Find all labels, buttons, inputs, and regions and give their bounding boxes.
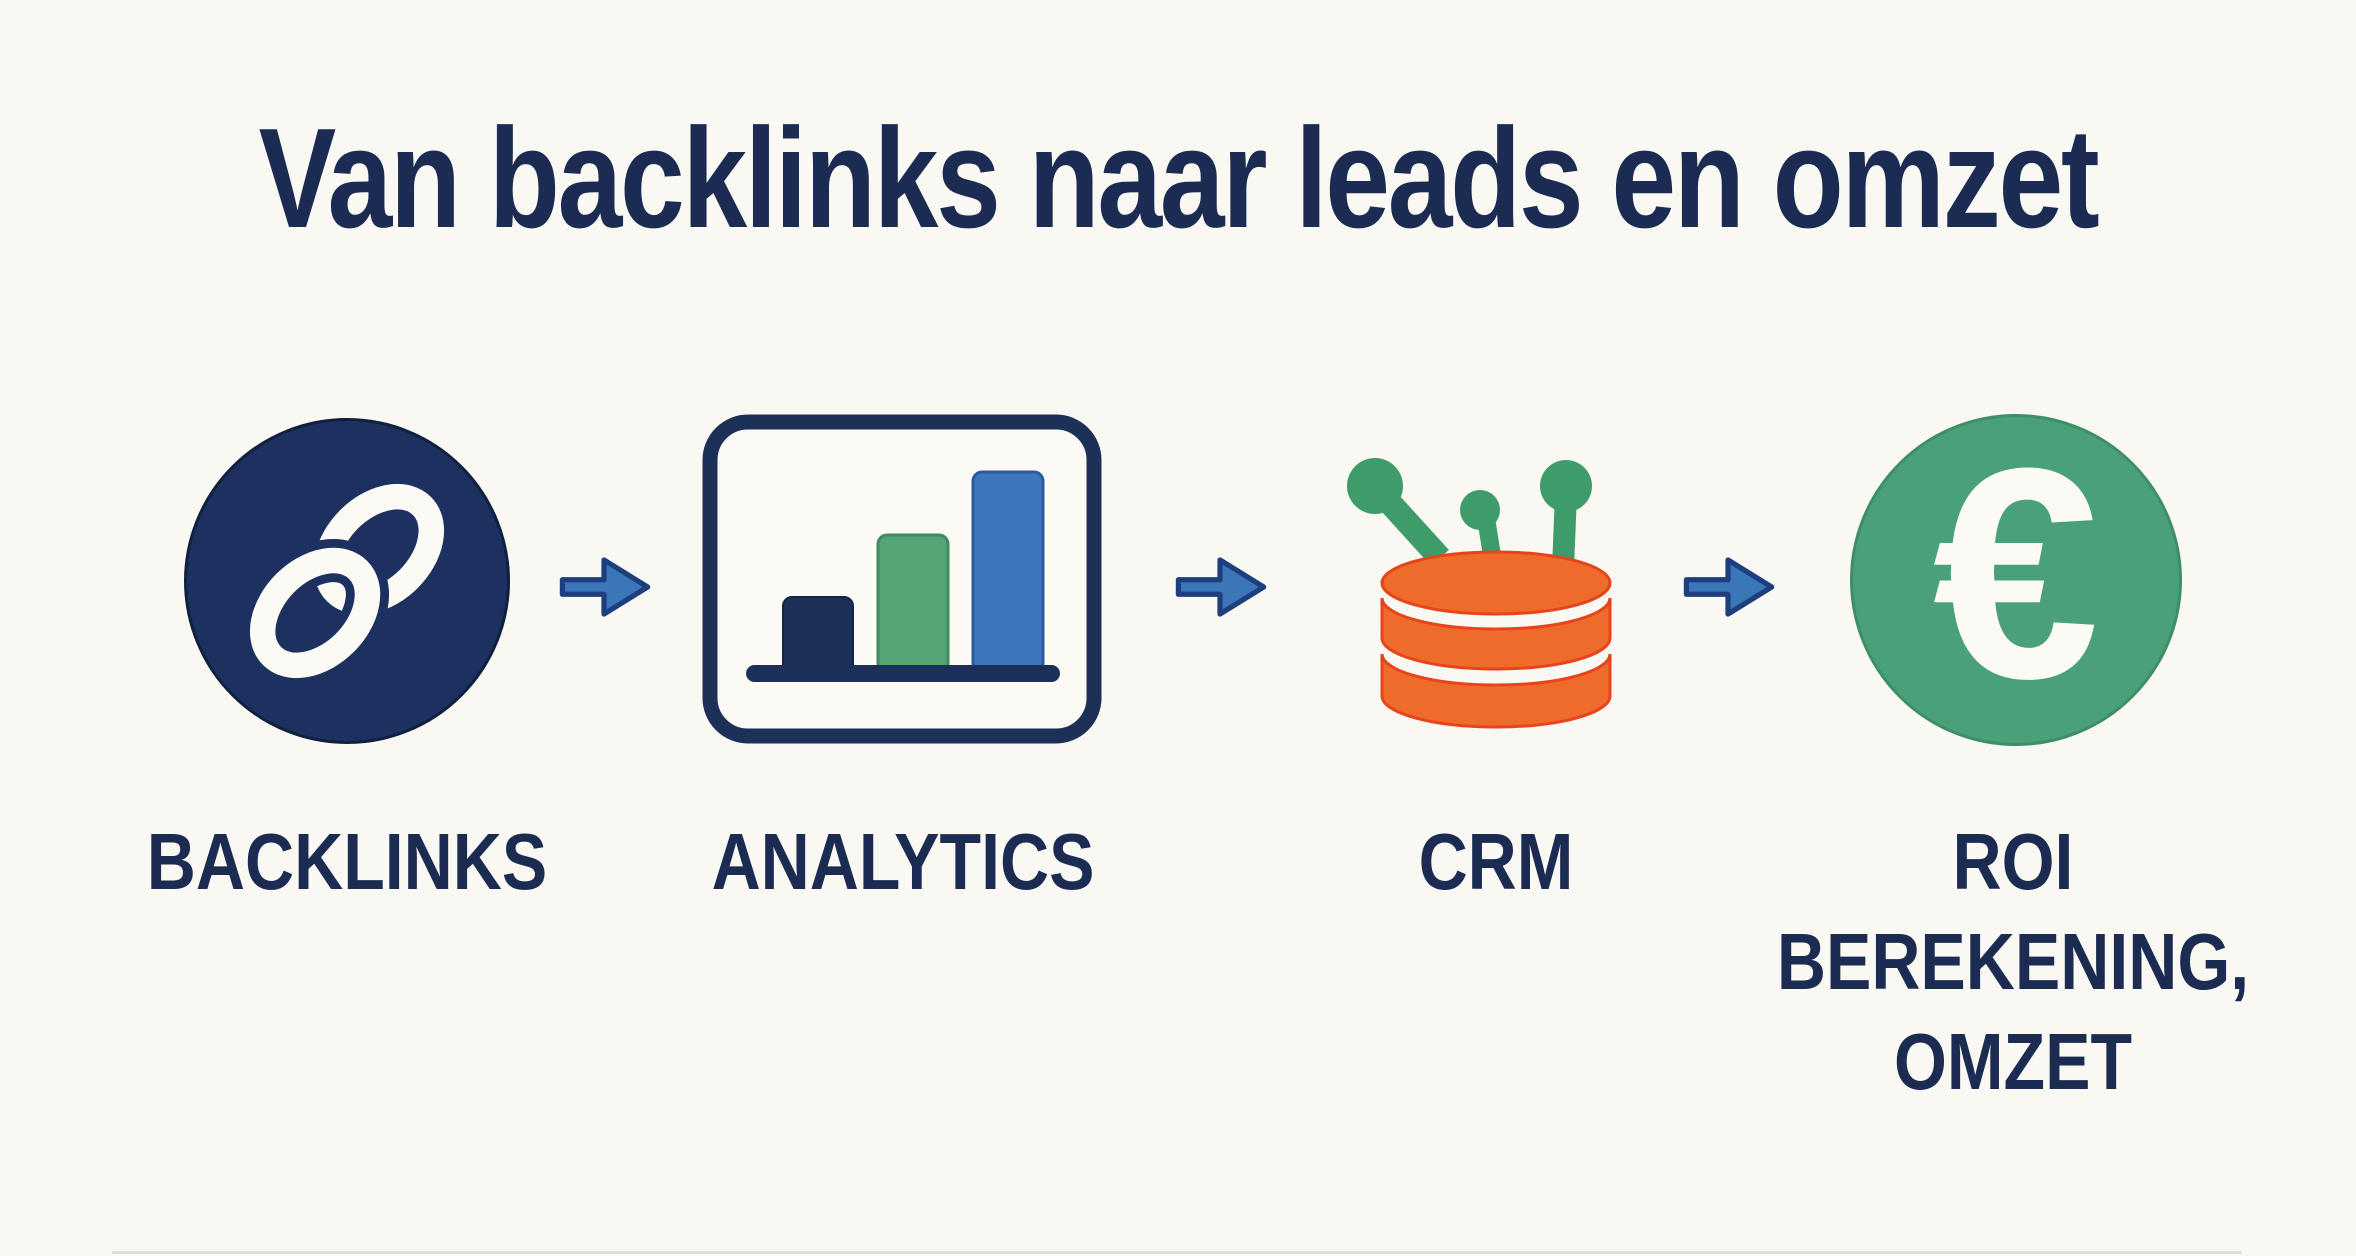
step-label-crm: CRM <box>1418 817 1574 906</box>
euro-symbol: € <box>1932 405 2100 741</box>
page-title: Van backlinks naar leads en omzet <box>258 99 2100 258</box>
chain-link-icon <box>241 483 445 687</box>
step-label-backlinks: BACKLINKS <box>146 817 548 906</box>
step-label-analytics: ANALYTICS <box>711 817 1095 906</box>
step-label-roi-line1: ROI BEREKENING, <box>1776 817 2250 1006</box>
database-pins-icon <box>1347 458 1612 729</box>
bottom-edge-line <box>112 1251 2242 1254</box>
arrow-right-icon <box>559 557 651 617</box>
arrow-right-icon <box>1683 557 1775 617</box>
backlinks-badge <box>184 418 510 744</box>
euro-coin-icon: € <box>1850 414 2182 746</box>
arrow-right-icon <box>1175 557 1267 617</box>
step-label-roi: ROI BEREKENING, OMZET <box>1716 812 2311 1112</box>
step-label-roi-line2: OMZET <box>1894 1017 2132 1106</box>
bar-chart-icon <box>702 414 1102 744</box>
